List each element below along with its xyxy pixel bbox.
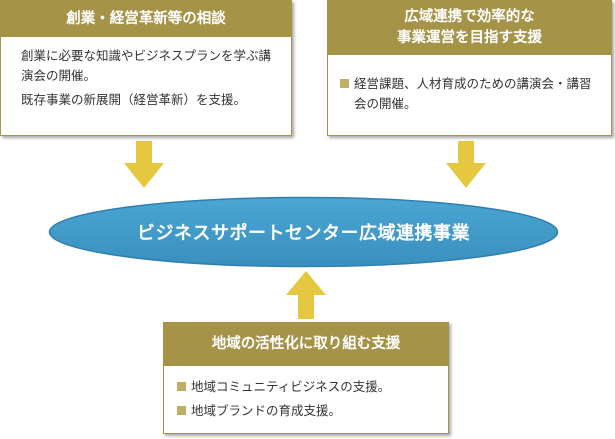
down-arrow-left-icon	[124, 141, 164, 188]
down-arrow-right-icon	[446, 141, 486, 188]
bottom-box-item-1: 地域コミュニティビジネスの支援。	[191, 379, 391, 394]
square-bullet-icon	[177, 382, 186, 391]
left-box-body: 創業に必要な知識やビジネスプランを学ぶ講演会の開催。 既存事業の新展開（経営革新…	[1, 37, 291, 110]
right-box-title-line-2: 事業運営を目指す支援	[397, 30, 542, 46]
right-support-box: 広域連携で効率的な 事業運営を目指す支援 経営課題、人材育成のための講演会・講習…	[327, 0, 612, 136]
square-bullet-icon	[177, 406, 186, 415]
bottom-box-item-2: 地域ブランドの育成支援。	[191, 403, 342, 418]
left-box-title: 創業・経営革新等の相談	[66, 10, 226, 27]
center-label: ビジネスサポートセンター広域連携事業	[48, 196, 559, 268]
left-support-box: 創業・経営革新等の相談 創業に必要な知識やビジネスプランを学ぶ講演会の開催。 既…	[0, 0, 292, 136]
list-item: 地域コミュニティビジネスの支援。	[177, 377, 436, 397]
square-bullet-icon	[340, 79, 349, 88]
bottom-box-header: 地域の活性化に取り組む支援	[164, 323, 448, 366]
center-label-text: ビジネスサポートセンター広域連携事業	[137, 223, 470, 244]
bottom-support-box: 地域の活性化に取り組む支援 地域コミュニティビジネスの支援。 地域ブランドの育成…	[163, 322, 449, 434]
right-box-body: 経営課題、人材育成のための講演会・講習会の開催。	[328, 55, 611, 114]
left-box-paragraph-1: 創業に必要な知識やビジネスプランを学ぶ講演会の開催。	[21, 48, 272, 83]
bottom-box-body: 地域コミュニティビジネスの支援。 地域ブランドの育成支援。	[164, 366, 448, 421]
list-item: 地域ブランドの育成支援。	[177, 401, 436, 421]
bottom-box-title: 地域の活性化に取り組む支援	[211, 336, 401, 352]
left-box-header: 創業・経営革新等の相談	[1, 1, 291, 37]
center-oval	[48, 196, 559, 268]
right-box-item-1: 経営課題、人材育成のための講演会・講習会の開催。	[354, 76, 592, 111]
list-item: 経営課題、人材育成のための講演会・講習会の開催。	[340, 74, 597, 114]
right-box-title-line-1: 広域連携で効率的な	[404, 9, 535, 25]
left-box-paragraph-2: 既存事業の新展開（経営革新）を支援。	[21, 92, 247, 107]
right-box-header: 広域連携で効率的な 事業運営を目指す支援	[328, 1, 611, 55]
up-arrow-icon	[286, 271, 326, 319]
